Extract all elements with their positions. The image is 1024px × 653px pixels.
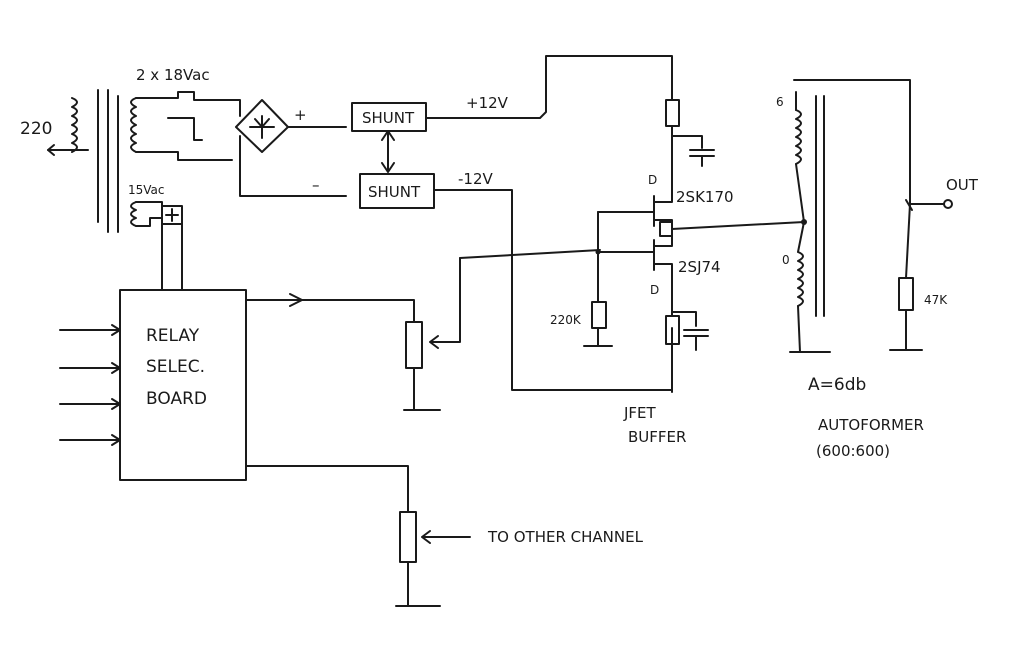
secondary-voltage-label: 2 x 18Vac xyxy=(136,66,210,84)
relay-input-3 xyxy=(59,398,121,410)
positive-rail-label: +12V xyxy=(466,94,509,112)
shunt-link xyxy=(381,130,395,173)
bridge-minus: – xyxy=(312,176,320,194)
shunt-bottom-label: SHUNT xyxy=(368,183,421,201)
negative-rail-label: -12V xyxy=(458,170,493,188)
aux-transformer: 15Vac xyxy=(128,183,183,291)
buffer-caption-line2: BUFFER xyxy=(628,428,686,446)
jfet-bottom xyxy=(653,235,673,295)
mains-transformer: 220 2 x 18Vac xyxy=(20,66,233,233)
shunt-regulator-bottom: SHUNT xyxy=(359,173,435,209)
jfet-bottom-drain: D xyxy=(650,283,659,297)
load-resistor xyxy=(898,277,914,311)
bridge-plus: + xyxy=(294,106,307,124)
negative-rail xyxy=(433,189,673,391)
jfet-top xyxy=(653,195,673,241)
buffer-caption-line1: JFET xyxy=(623,404,657,422)
autoformer-caption-line1: AUTOFORMER xyxy=(818,416,924,434)
relay-board-line1: RELAY xyxy=(146,326,200,346)
relay-select-board: RELAY SELEC. BOARD xyxy=(59,289,415,481)
relay-input-2 xyxy=(59,362,121,374)
autoformer-tap-bottom: 0 xyxy=(782,253,790,267)
gate-resistor-label: 220K xyxy=(550,313,582,327)
other-channel-label: TO OTHER CHANNEL xyxy=(487,528,644,546)
other-channel-potentiometer: TO OTHER CHANNEL xyxy=(245,465,644,607)
relay-output-line xyxy=(245,299,415,323)
transformer-core xyxy=(97,89,119,233)
positive-rail xyxy=(425,55,673,119)
autoformer: 6 0 OUT 47K A=6db AUTOFORMER (600:600) xyxy=(776,79,979,460)
autoformer-tap-top: 6 xyxy=(776,95,784,109)
primary-coil xyxy=(71,97,78,153)
relay-board-line3: BOARD xyxy=(146,389,207,409)
gate-resistor xyxy=(591,301,607,329)
volume-potentiometer xyxy=(403,249,601,411)
shunt-regulator-top: SHUNT xyxy=(351,102,427,132)
relay-input-4 xyxy=(59,434,121,446)
autoformer-out-label: OUT xyxy=(946,176,979,194)
load-resistor-label: 47K xyxy=(924,293,948,307)
buffer-output xyxy=(671,221,805,230)
secondary-coil xyxy=(130,97,137,153)
autoformer-gain: A=6db xyxy=(808,375,866,395)
relay-input-1 xyxy=(59,324,121,336)
jfet-bottom-label: 2SJ74 xyxy=(678,258,721,276)
mains-voltage-label: 220 xyxy=(20,119,52,139)
bridge-rectifier: + – xyxy=(229,99,347,197)
autoformer-caption-line2: (600:600) xyxy=(816,442,890,460)
shunt-top-label: SHUNT xyxy=(362,109,415,127)
relay-board-line2: SELEC. xyxy=(146,357,205,377)
jfet-top-drain: D xyxy=(648,173,657,187)
aux-voltage-label: 15Vac xyxy=(128,183,165,197)
jfet-top-label: 2SK170 xyxy=(676,188,734,206)
jfet-buffer: D 2SK170 2SJ74 D 220K JFET BUFFER xyxy=(550,99,807,446)
